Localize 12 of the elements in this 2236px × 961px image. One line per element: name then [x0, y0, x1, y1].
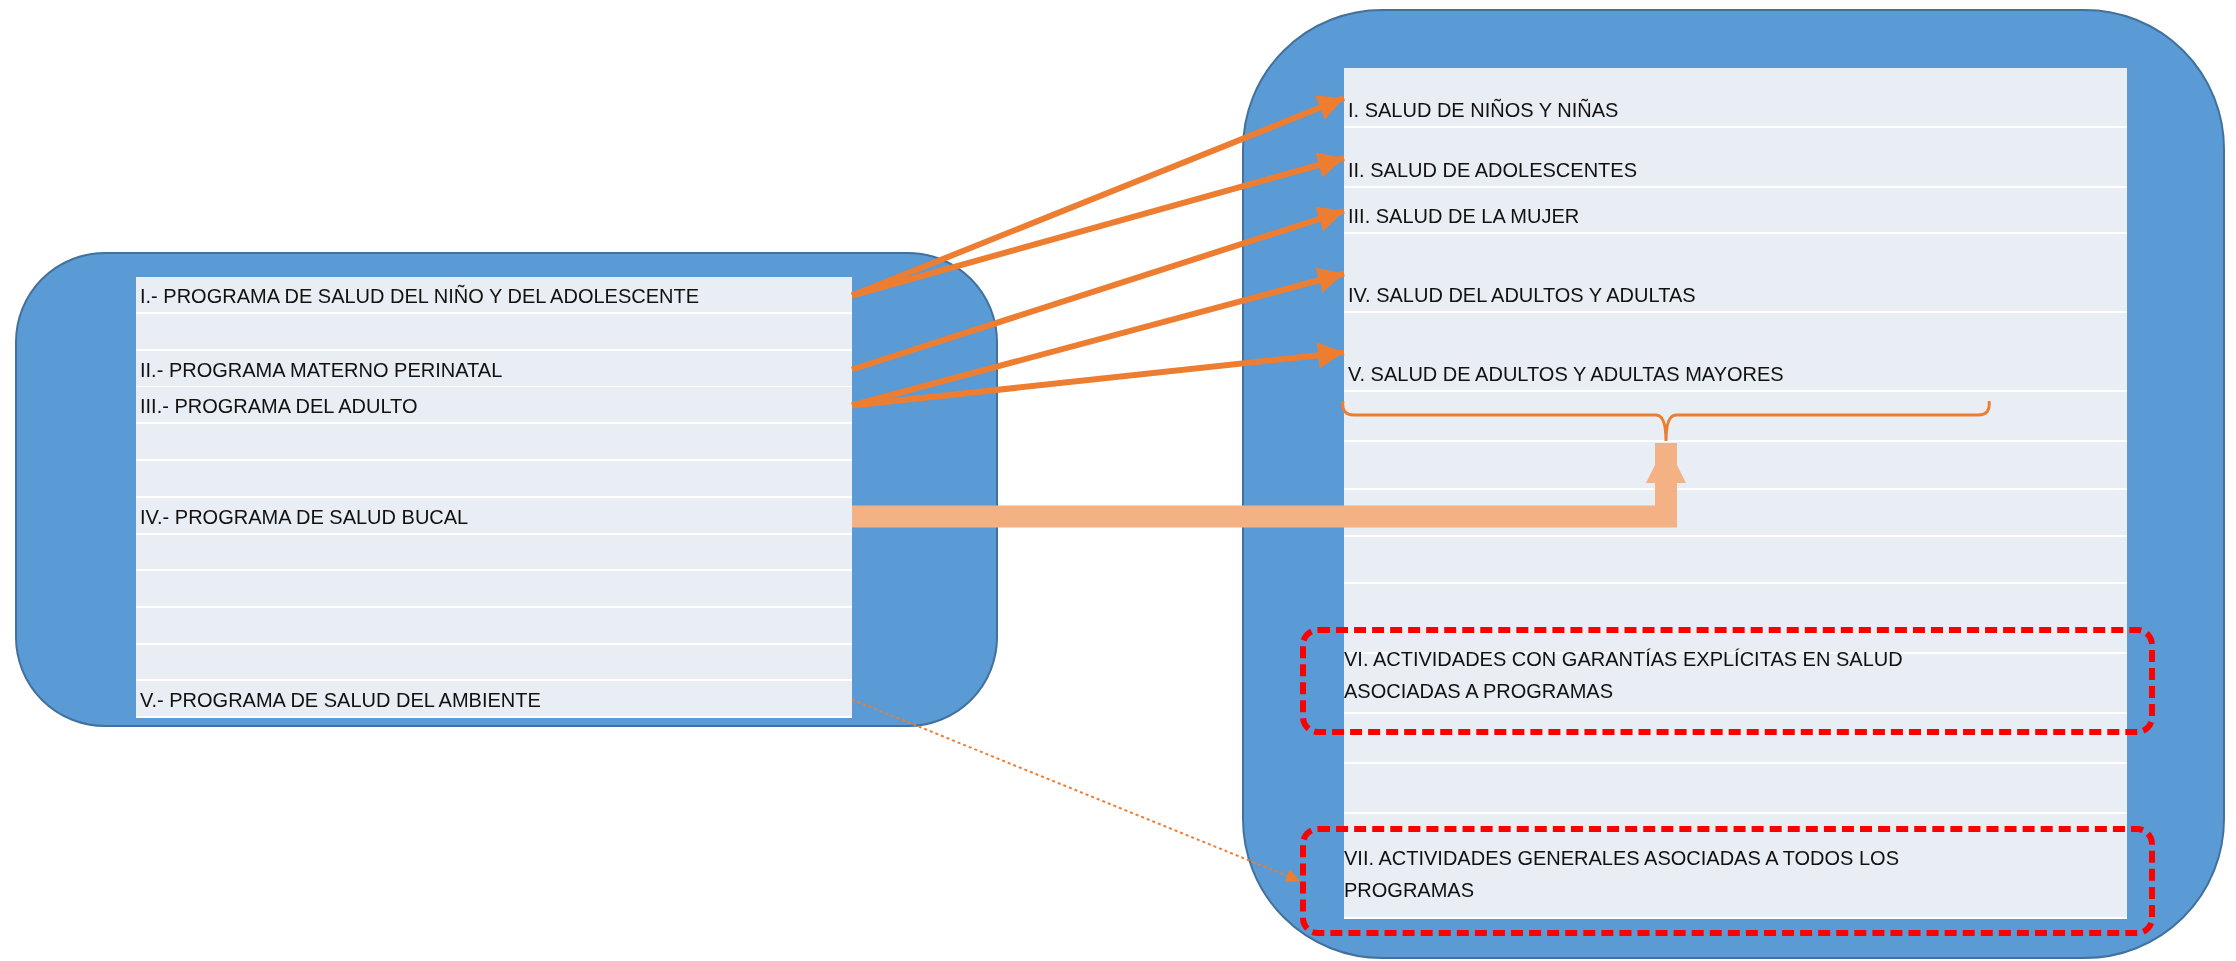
arrow: [851, 342, 1345, 409]
arrow: [851, 152, 1345, 299]
dashed-frame: [1300, 826, 2155, 936]
rounded-panel: [15, 252, 998, 727]
arrow: [851, 206, 1345, 373]
dotted-arrow: [851, 698, 1301, 883]
curly-brace: [1338, 401, 1994, 443]
block-arrow: [852, 443, 1686, 528]
section-title: VII. ACTIVIDADES GENERALES ASOCIADAS A TODOS LOS PROGRAMAS: [1344, 846, 1900, 903]
dashed-frame: [1300, 627, 2155, 735]
rounded-panel: [1242, 9, 2225, 959]
section-title: VI. ACTIVIDADES CON GARANTÍAS EXPLÍCITAS EN SALUD ASOCIADAS A PROGRAMAS: [1344, 647, 1904, 704]
